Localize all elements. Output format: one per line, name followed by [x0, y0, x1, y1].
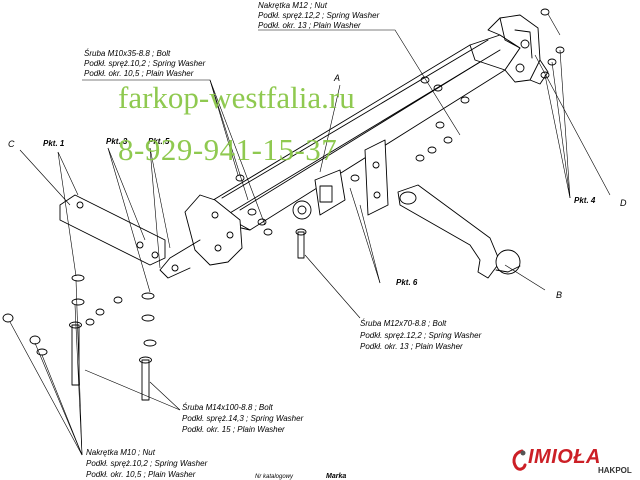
bolt-m12-line2: Podkł. spręż.12,2 ; Spring Washer [360, 331, 482, 340]
socket-plate [292, 169, 346, 220]
bolt-m14-left [69, 321, 82, 386]
point-label-6: Pkt. 6 [396, 278, 418, 287]
bolt-m10-line3: Podkł. okr. 10,5 ; Plain Washer [84, 69, 194, 78]
logo-name: IMIOŁA [528, 446, 601, 468]
bolt-m12-line1: Śruba M12x70-8.8 ; Bolt [360, 319, 447, 328]
bolt-m10-line1: Śruba M10x35-8.8 ; Bolt [84, 49, 171, 58]
nut-m12-line1: Nakrętka M12 ; Nut [258, 1, 327, 10]
watermark-site: farkop-westfalia.ru [118, 80, 355, 115]
nut-m10-line3: Podkł. okr. 10,5 ; Plain Washer [86, 470, 196, 479]
leader-lines [9, 13, 611, 456]
left-flat-plate [59, 194, 166, 266]
bolt-m14-line3: Podkł. okr. 15 ; Plain Washer [182, 425, 285, 434]
letter-b: B [556, 290, 563, 300]
vertical-hanger [364, 139, 389, 216]
point-label-1: Pkt. 1 [43, 139, 65, 148]
bolt-m12-line3: Podkł. okr. 13 ; Plain Washer [360, 342, 463, 351]
nut-m12-line3: Podkł. okr. 13 ; Plain Washer [258, 21, 361, 30]
letter-d: D [620, 198, 627, 208]
bolt-m10-line2: Podkł. spręż.10,2 ; Spring Washer [84, 59, 206, 68]
manufacturer-logo: IMIOŁA HAKPOL [510, 446, 632, 477]
nut-m10-line1: Nakrętka M10 ; Nut [86, 448, 155, 457]
brand-label: Marka [326, 473, 347, 480]
nut-m10-line2: Podkł. spręż.10,2 ; Spring Washer [86, 459, 208, 468]
point-label-5: Pkt. 5 [148, 137, 170, 146]
main-crossbar-beam [204, 34, 521, 231]
catalog-number-label: Nr katalogowy [255, 474, 294, 480]
point-label-4: Pkt. 4 [574, 196, 596, 205]
nut-m12-line2: Podkł. spręż.12,2 ; Spring Washer [258, 11, 380, 20]
logo-subtitle: HAKPOL [598, 466, 632, 475]
left-side-bracket [159, 194, 243, 279]
ball-neck [397, 184, 521, 279]
point-label-3: Pkt. 3 [106, 137, 128, 146]
bolt-m14-line2: Podkł. spręż.14,3 ; Spring Washer [182, 414, 304, 423]
washer-stack-left [2, 274, 157, 356]
letter-c: C [8, 139, 15, 149]
washer-stack-center [235, 76, 470, 236]
right-mounting-bracket [487, 14, 549, 85]
letter-a: A [334, 73, 341, 83]
bolt-m14-line1: Śruba M14x100-8.8 ; Bolt [182, 403, 273, 412]
bolt-m12 [295, 228, 307, 259]
logo-hook-icon [512, 449, 527, 471]
watermark-phone: 8-929-941-15-37 [118, 132, 338, 167]
bolt-m14-right [139, 356, 152, 401]
